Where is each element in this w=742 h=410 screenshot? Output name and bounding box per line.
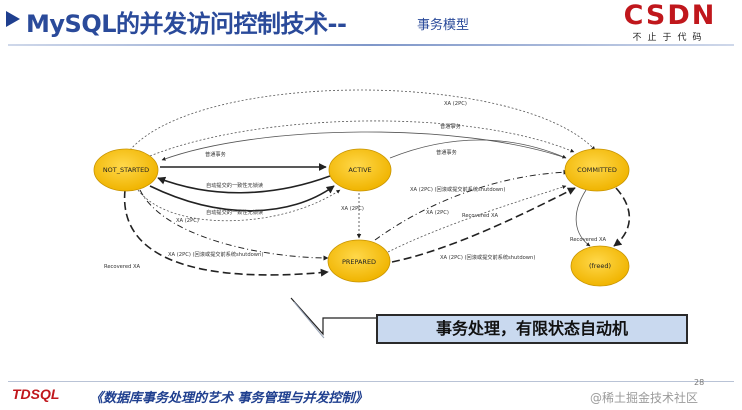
summary-callout-pointer — [290, 297, 378, 336]
state-freed: (freed) — [570, 245, 630, 287]
edge-label-autocommit-snapshot-1: 自动提交的一致性无锁读 — [206, 181, 263, 189]
edge-prepared-to-committed-xa — [387, 185, 567, 253]
edge-label-xa-shutdown-lower: XA (2PC) (回滚或提交前系统shutdown) — [440, 253, 535, 261]
edge-label-xa-2pc-mid: XA (2PC) — [426, 210, 449, 216]
edge-label-normal-tx-active-committed: 普通事务 — [436, 148, 457, 156]
edge-committed-to-not-started — [161, 131, 567, 161]
edge-prepared-to-committed-shutdown — [374, 169, 569, 241]
edge-not-started-to-active-xa — [137, 189, 341, 222]
logo-subtext: 不止于代码 — [632, 33, 708, 43]
footer-book-title: 《数据库事务处理的艺术 事务管理与并发控制》 — [90, 391, 368, 406]
footer-brand: TDSQL — [12, 386, 60, 402]
header-divider — [8, 44, 734, 46]
edge-not-started-to-prepared-recovered — [123, 189, 329, 277]
summary-callout-shadow — [293, 301, 325, 339]
slide-subtitle: 事务模型 — [417, 18, 470, 33]
edge-label-recovered-xa-mid: Recovered XA — [462, 213, 499, 219]
edge-label-normal-tx-start: 普通事务 — [205, 150, 226, 158]
edge-not-started-to-committed-normal — [149, 120, 575, 157]
state-active-label: ACTIVE — [348, 166, 371, 174]
edge-committed-to-freed — [575, 189, 591, 247]
title-bullet-arrow-icon — [6, 11, 20, 27]
edge-committed-to-freed-recovered — [613, 187, 631, 247]
edge-label-xa-2pc-active-prepared: XA (2PC) — [341, 206, 364, 212]
footer-divider — [8, 381, 734, 382]
edge-not-started-to-committed-xa — [129, 89, 596, 151]
edge-active-to-committed — [389, 139, 567, 159]
state-prepared-label: PREPARED — [342, 258, 376, 266]
csdn-logo: CSDN 不止于代码 — [612, 0, 728, 43]
edge-label-xa-shutdown-upper: XA (2PC) (回滚或提交前系统shutdown) — [410, 185, 505, 193]
state-not-started-label: NOT_STARTED — [103, 166, 149, 174]
edge-prepared-to-committed-recovered — [391, 187, 576, 263]
logo-text: CSDN — [623, 0, 717, 31]
slide-header: MySQL的并发访问控制技术-- 事务模型 CSDN 不止于代码 — [0, 0, 742, 43]
state-active: ACTIVE — [328, 148, 392, 192]
edge-not-started-to-prepared-shutdown — [139, 189, 329, 261]
edge-label-xa-shutdown-left: XA (2PC) (回滚或提交前系统shutdown) — [168, 250, 263, 258]
state-committed-label: COMMITTED — [577, 166, 617, 174]
edge-label-autocommit-snapshot-2: 自动提交的一致性无锁读 — [206, 208, 263, 216]
edge-label-normal-tx-top: 普通事务 — [440, 122, 461, 130]
edge-label-recovered-xa-right: Recovered XA — [570, 237, 607, 243]
state-committed: COMMITTED — [564, 148, 630, 192]
summary-box: 事务处理，有限状态自动机 — [376, 314, 688, 344]
state-not-started: NOT_STARTED — [93, 148, 159, 192]
watermark: @稀土掘金技术社区 — [590, 391, 699, 405]
page-number: 28 — [694, 378, 705, 387]
edge-label-recovered-xa-left: Recovered XA — [104, 264, 141, 270]
edge-active-to-not-started — [157, 175, 331, 194]
slide-title: MySQL的并发访问控制技术-- — [26, 10, 347, 38]
edge-not-started-active-lower — [149, 185, 335, 212]
edge-label-xa-2pc-left: XA (2PC) — [176, 218, 199, 224]
edge-label-xa-2pc-top: XA (2PC) — [444, 101, 467, 107]
state-prepared: PREPARED — [327, 239, 391, 283]
state-freed-label: (freed) — [589, 262, 611, 270]
